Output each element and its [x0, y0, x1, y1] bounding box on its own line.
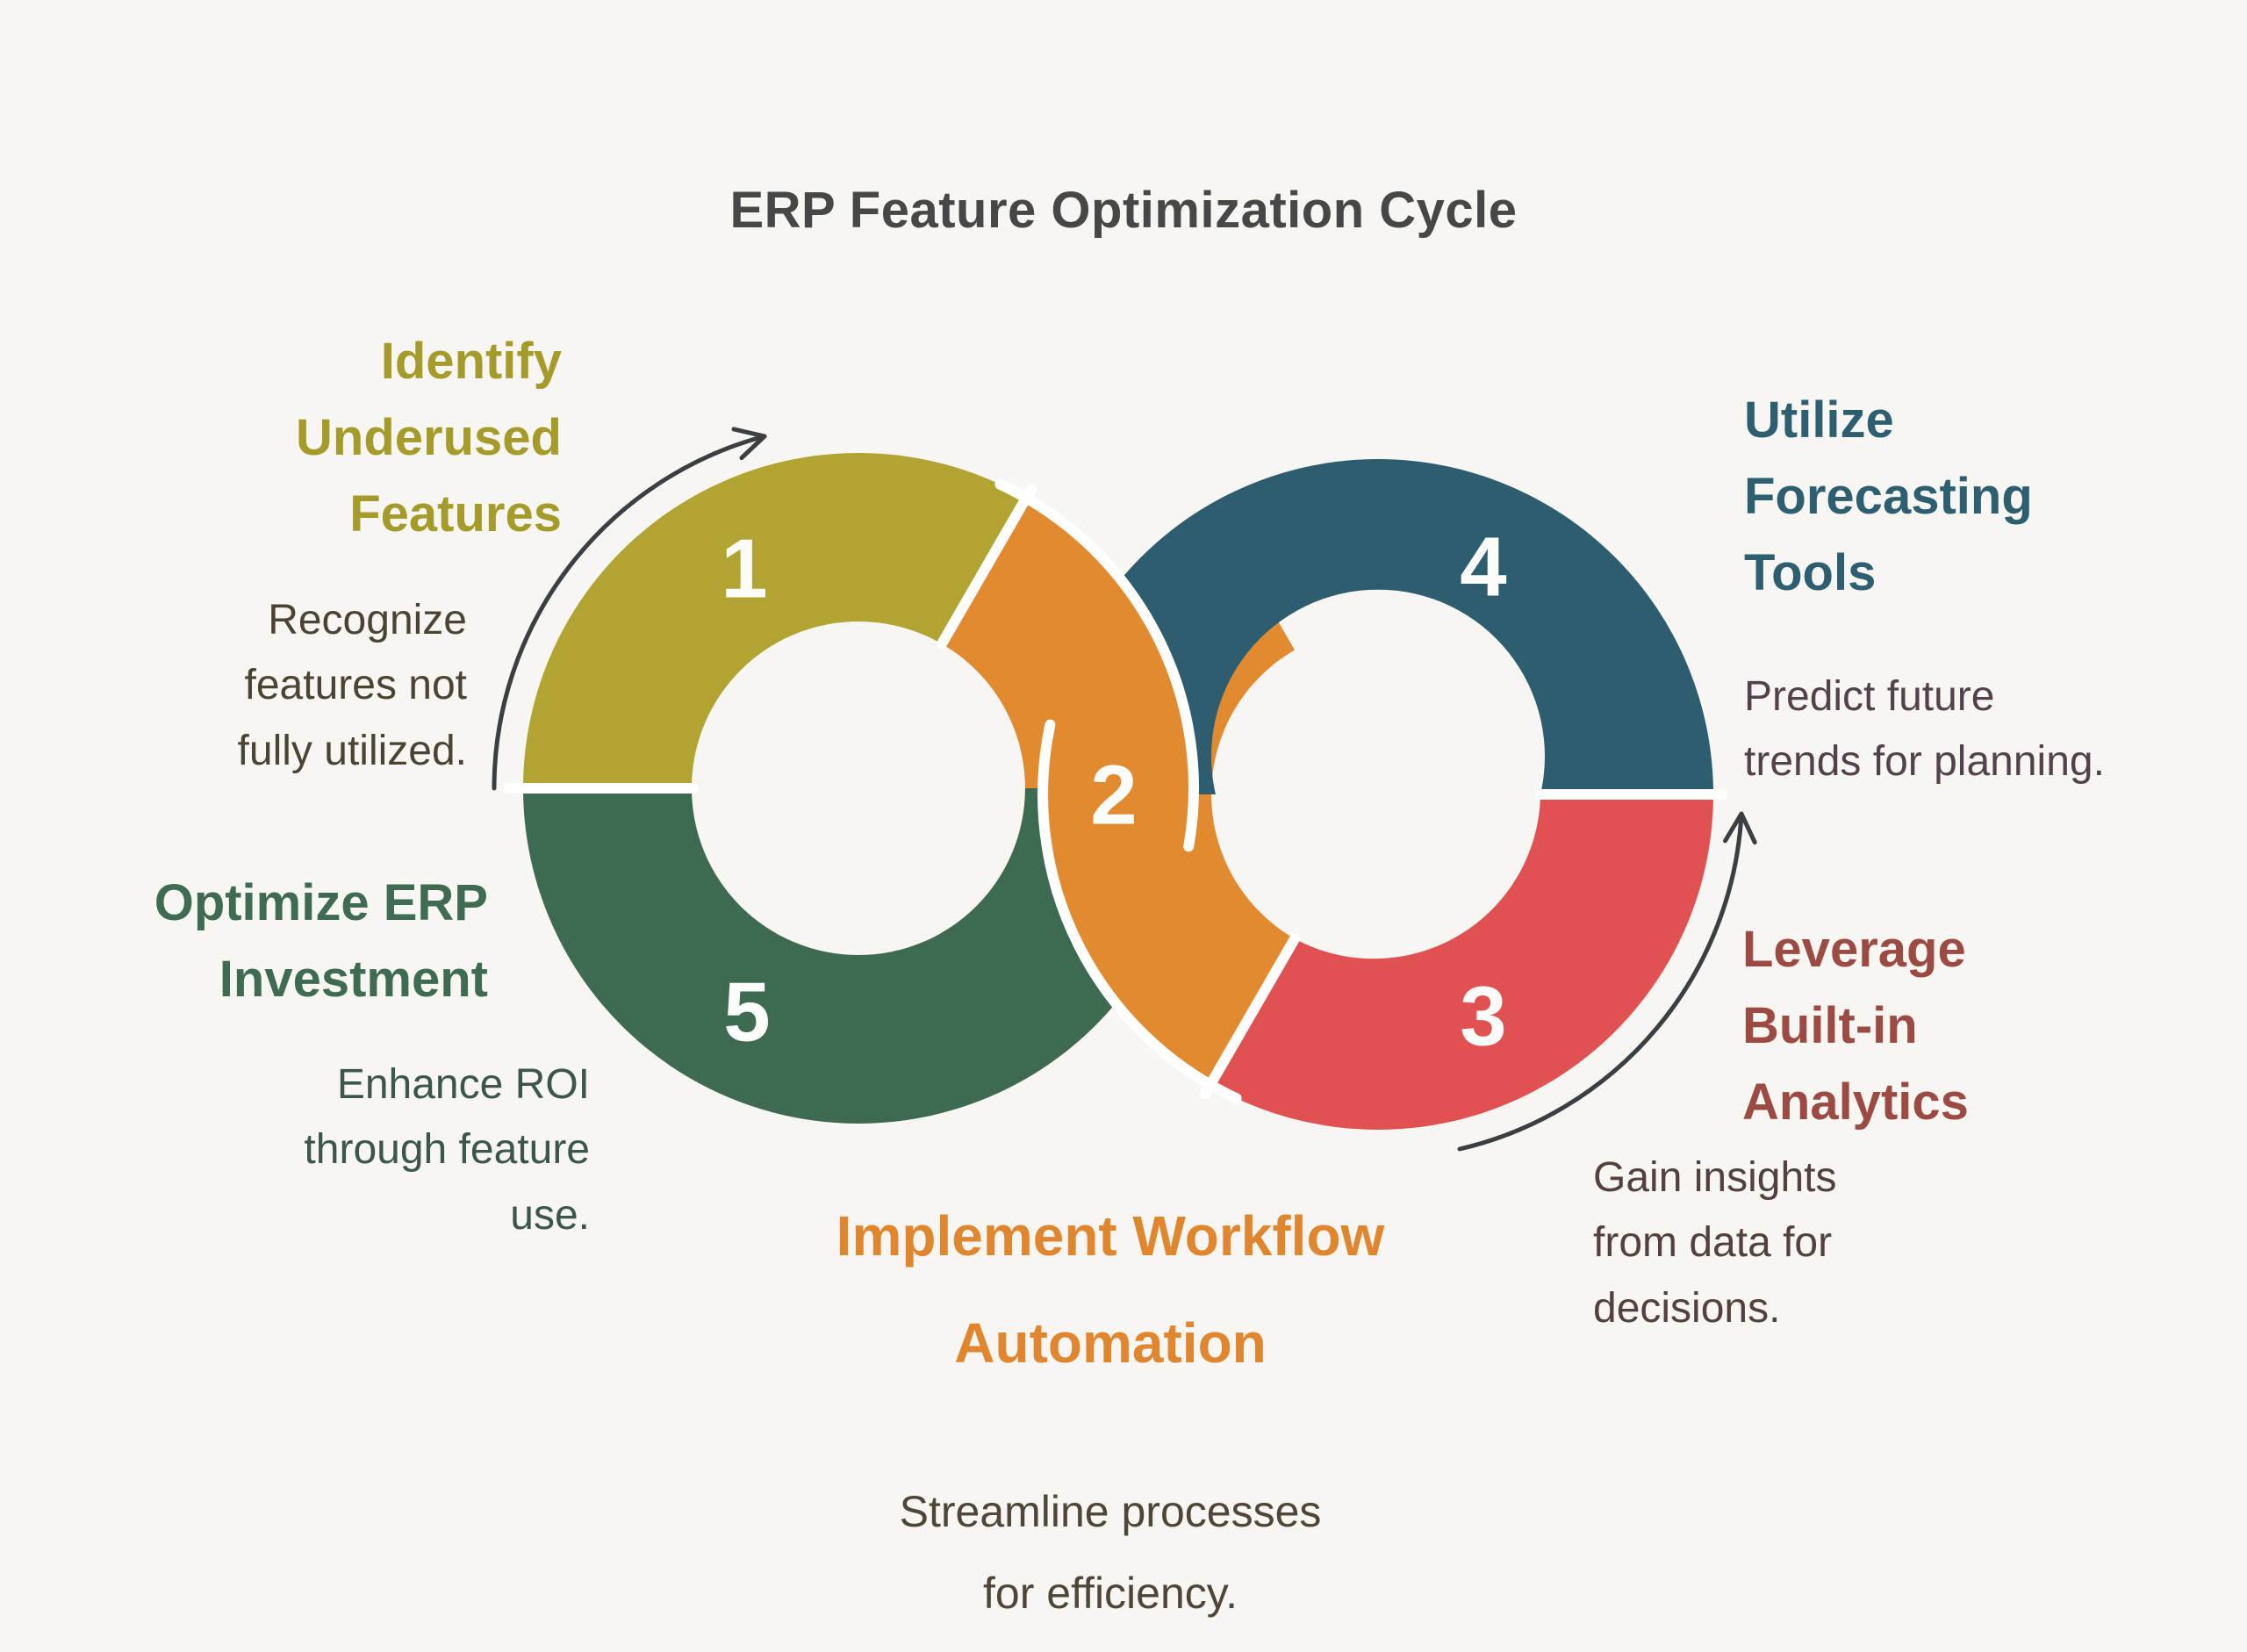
flow-arrow-left-head — [731, 427, 767, 461]
step-4-heading: Utilize Forecasting Tools — [1744, 391, 2033, 601]
flow-arrow-left — [492, 434, 767, 791]
step-3-description: Gain insights from data for decisions. — [1593, 1154, 1837, 1332]
flow-arrow-right — [1457, 811, 1744, 1152]
flow-arrow-right-head — [1723, 811, 1757, 845]
divider-orange-teal-arc — [994, 478, 1199, 852]
step-5-description: Enhance ROI through feature use. — [304, 1061, 590, 1239]
step-number-2: 2 — [1090, 749, 1137, 843]
divider-olive-orange — [937, 484, 1037, 650]
step-1-heading: Identify Underused Features — [296, 333, 562, 542]
step-number-3: 3 — [1460, 970, 1506, 1064]
segment-5-green — [523, 788, 1194, 1124]
step-number-1: 1 — [721, 522, 767, 616]
step-3-heading: Leverage Built-in Analytics — [1742, 921, 1969, 1131]
step-5-heading: Optimize ERP Investment — [154, 874, 488, 1008]
step-2-heading: Implement Workflow Automation — [836, 1204, 1385, 1375]
segment-4-teal — [1043, 459, 1713, 794]
divider-red-orange — [1200, 933, 1300, 1099]
page-title: ERP Feature Optimization Cycle — [729, 182, 1518, 239]
segment-dividers — [504, 478, 1727, 1104]
step-4-description: Predict future trends for planning. — [1744, 673, 2105, 786]
segment-1-olive — [523, 453, 1026, 788]
step-number-5: 5 — [723, 966, 770, 1059]
step-numbers: 1 2 3 4 5 — [721, 521, 1506, 1064]
step-number-4: 4 — [1460, 521, 1506, 614]
segment-3-red — [1210, 794, 1713, 1130]
divider-green-orange-arc — [1037, 719, 1242, 1104]
step-2-description: Streamline processes for efficiency. — [899, 1487, 1322, 1618]
step-1-description: Recognize features not fully utilized. — [237, 597, 467, 774]
